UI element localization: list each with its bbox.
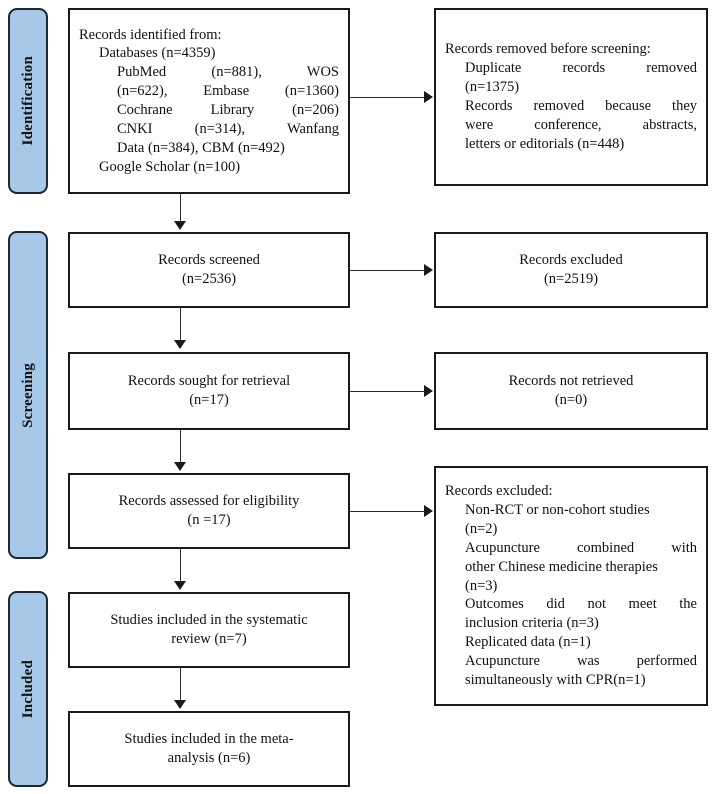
box-studies-included-systematic-review: Studies included in the systematic revie… [68, 592, 350, 668]
records-removed-line-5: were conference, abstracts, [465, 116, 697, 133]
phase-label-screening: Screening [19, 362, 36, 428]
records-screened-line-2: (n=2536) [181, 271, 237, 287]
box-records-not-retrieved: Records not retrieved (n=0) [434, 352, 708, 430]
phase-label-included: Included [19, 659, 36, 719]
records-excluded-eligibility-line-6: (n=3) [465, 577, 498, 594]
phase-label-identification: Identification [19, 56, 36, 146]
records-sought-line-2: (n=17) [189, 392, 229, 408]
box-studies-included-meta-analysis: Studies included in the meta- analysis (… [68, 711, 350, 787]
connector-sought-to-assessed [180, 430, 181, 463]
records-excluded-eligibility-line-7: Outcomes did not meet the [465, 596, 697, 613]
studies-systematic-review-line-1: Studies included in the systematic [110, 612, 308, 629]
arrow-screened-to-sought [174, 340, 186, 349]
records-assessed-line-1: Records assessed for eligibility [118, 493, 300, 510]
records-not-retrieved-line-2: (n=0) [554, 392, 588, 408]
records-identified-line-3: PubMed (n=881), WOS [117, 64, 339, 81]
records-excluded-eligibility-line-8: inclusion criteria (n=3) [465, 615, 599, 632]
box-records-removed-before-screening: Records removed before screening: Duplic… [434, 8, 708, 186]
records-identified-line-4: (n=622), Embase (n=1360) [117, 83, 339, 100]
records-excluded-eligibility-line-11: simultaneously with CPR(n=1) [465, 671, 646, 688]
records-removed-line-3: (n=1375) [465, 79, 520, 96]
phase-tab-screening: Screening [8, 231, 48, 559]
records-removed-line-1: Records removed before screening: [445, 41, 651, 58]
records-removed-line-6: letters or editorials (n=448) [465, 135, 625, 152]
records-identified-line-1: Records identified from: [79, 26, 222, 43]
records-identified-line-6: CNKI (n=314), Wanfang [117, 120, 339, 137]
records-excluded-eligibility-line-5: other Chinese medicine therapies [465, 558, 658, 575]
records-excluded-screening-line-2: (n=2519) [543, 271, 599, 287]
box-records-screened: Records screened (n=2536) [68, 232, 350, 308]
studies-meta-analysis-line-2: analysis (n=6) [167, 750, 251, 766]
arrow-systematic-review-to-meta-analysis [174, 700, 186, 709]
box-records-identified: Records identified from: Databases (n=43… [68, 8, 350, 194]
connector-assessed-to-excluded [350, 511, 424, 512]
records-assessed-line-2: (n =17) [187, 512, 231, 528]
connector-systematic-review-to-meta-analysis [180, 668, 181, 701]
records-screened-line-1: Records screened [158, 252, 260, 269]
connector-identified-to-screened [180, 194, 181, 222]
phase-tab-identification: Identification [8, 8, 48, 194]
arrow-assessed-to-systematic-review [174, 581, 186, 590]
records-removed-line-4: Records removed because they [465, 98, 697, 114]
arrow-sought-to-not-retrieved [424, 385, 433, 397]
connector-sought-to-not-retrieved [350, 391, 424, 392]
studies-meta-analysis-line-1: Studies included in the meta- [124, 731, 294, 748]
box-records-excluded-screening: Records excluded (n=2519) [434, 232, 708, 308]
connector-screened-to-sought [180, 308, 181, 341]
records-excluded-eligibility-line-4: Acupuncture combined with [465, 539, 697, 556]
box-records-excluded-eligibility: Records excluded: Non-RCT or non-cohort … [434, 466, 708, 706]
records-excluded-screening-line-1: Records excluded [519, 252, 623, 269]
arrow-sought-to-assessed [174, 462, 186, 471]
connector-screened-to-excluded [350, 270, 424, 271]
phase-tab-included: Included [8, 591, 48, 787]
records-identified-line-7: Data (n=384), CBM (n=492) [117, 139, 285, 156]
connector-assessed-to-systematic-review [180, 549, 181, 582]
records-excluded-eligibility-line-1: Records excluded: [445, 483, 553, 500]
records-sought-line-1: Records sought for retrieval [127, 373, 291, 390]
records-identified-line-2: Databases (n=4359) [99, 45, 216, 62]
arrow-screened-to-excluded [424, 264, 433, 276]
box-records-assessed-for-eligibility: Records assessed for eligibility (n =17) [68, 473, 350, 549]
records-identified-line-8: Google Scholar (n=100) [99, 158, 241, 175]
arrow-identified-to-screened [174, 221, 186, 230]
records-not-retrieved-line-1: Records not retrieved [508, 373, 634, 390]
box-records-sought-for-retrieval: Records sought for retrieval (n=17) [68, 352, 350, 430]
records-identified-line-5: Cochrane Library (n=206) [117, 102, 339, 118]
records-excluded-eligibility-line-2: Non-RCT or non-cohort studies [465, 502, 650, 519]
arrow-identified-to-removed [424, 91, 433, 103]
studies-systematic-review-line-2: review (n=7) [171, 631, 247, 647]
records-excluded-eligibility-line-10: Acupuncture was performed [465, 652, 697, 669]
records-excluded-eligibility-line-9: Replicated data (n=1) [465, 634, 591, 651]
connector-identified-to-removed [350, 97, 424, 98]
records-removed-line-2: Duplicate records removed [465, 60, 697, 77]
records-excluded-eligibility-line-3: (n=2) [465, 521, 498, 538]
arrow-assessed-to-excluded [424, 505, 433, 517]
